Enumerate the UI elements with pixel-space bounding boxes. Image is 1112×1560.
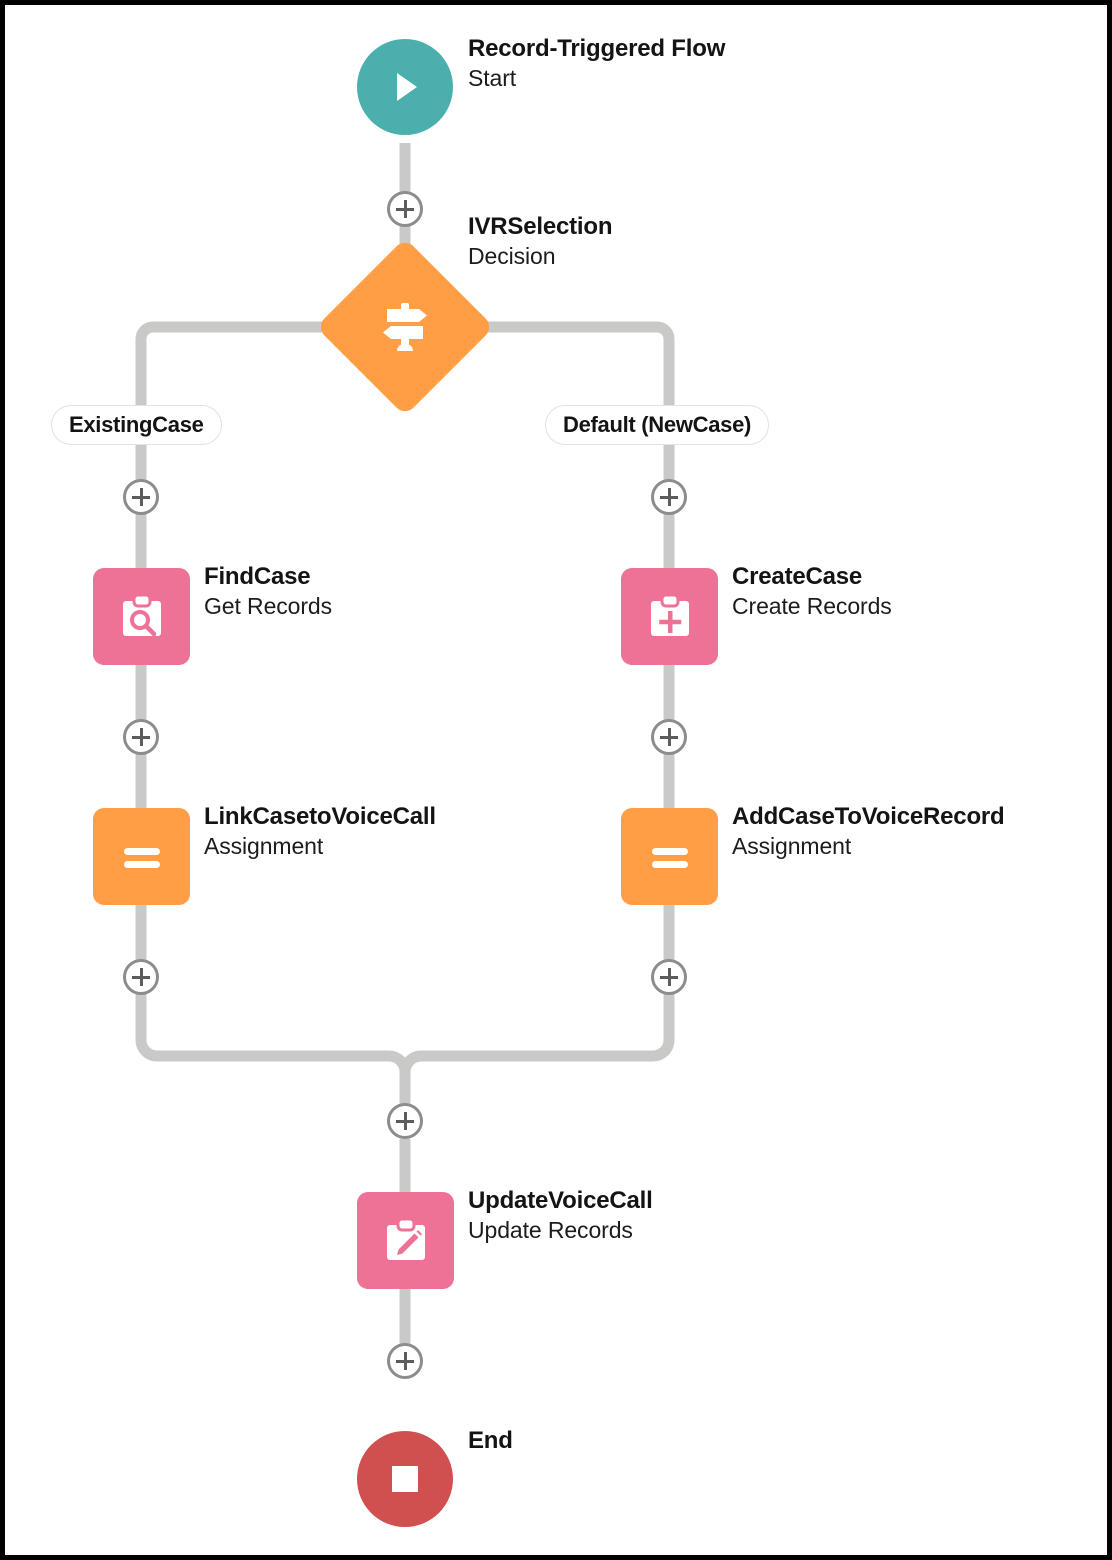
- add-element-button-link-to-merge[interactable]: [123, 959, 159, 995]
- add-element-button-existing-case[interactable]: [123, 479, 159, 515]
- stop-square-icon: [392, 1466, 418, 1492]
- add-element-button-add-to-merge[interactable]: [651, 959, 687, 995]
- clipboard-plus-icon: [650, 593, 689, 636]
- add-element-button-find-case-to-link[interactable]: [123, 719, 159, 755]
- add-element-button-create-case-to-add[interactable]: [651, 719, 687, 755]
- add-element-button-merge-to-update[interactable]: [387, 1103, 423, 1139]
- node-ivr-selection[interactable]: [315, 237, 495, 417]
- clipboard-pencil-icon: [386, 1217, 425, 1260]
- branch-label-existing-case[interactable]: ExistingCase: [51, 405, 222, 445]
- node-add-case-to-voice-record[interactable]: [621, 808, 718, 905]
- connector-add-to-merge: [399, 904, 675, 1104]
- clipboard-search-icon: [122, 593, 161, 636]
- add-element-button-update-to-end[interactable]: [387, 1343, 423, 1379]
- add-element-button-default-new-case[interactable]: [651, 479, 687, 515]
- node-link-case-to-voice-call[interactable]: [93, 808, 190, 905]
- add-element-button-start-to-decision[interactable]: [387, 191, 423, 227]
- node-find-case[interactable]: [93, 568, 190, 665]
- node-update-voice-call[interactable]: [357, 1192, 454, 1289]
- signpost-icon: [383, 303, 427, 351]
- node-end[interactable]: [357, 1431, 453, 1527]
- equals-icon: [123, 847, 160, 868]
- connector-lines: [135, 143, 675, 1344]
- connector-decision-to-existing-case: [135, 321, 342, 407]
- equals-icon: [651, 847, 688, 868]
- node-start[interactable]: [357, 39, 453, 135]
- play-icon: [397, 73, 417, 101]
- node-create-case[interactable]: [621, 568, 718, 665]
- connector-decision-to-default: [468, 321, 675, 407]
- connector-link-to-merge: [135, 904, 411, 1104]
- branch-label-default-new-case[interactable]: Default (NewCase): [545, 405, 770, 445]
